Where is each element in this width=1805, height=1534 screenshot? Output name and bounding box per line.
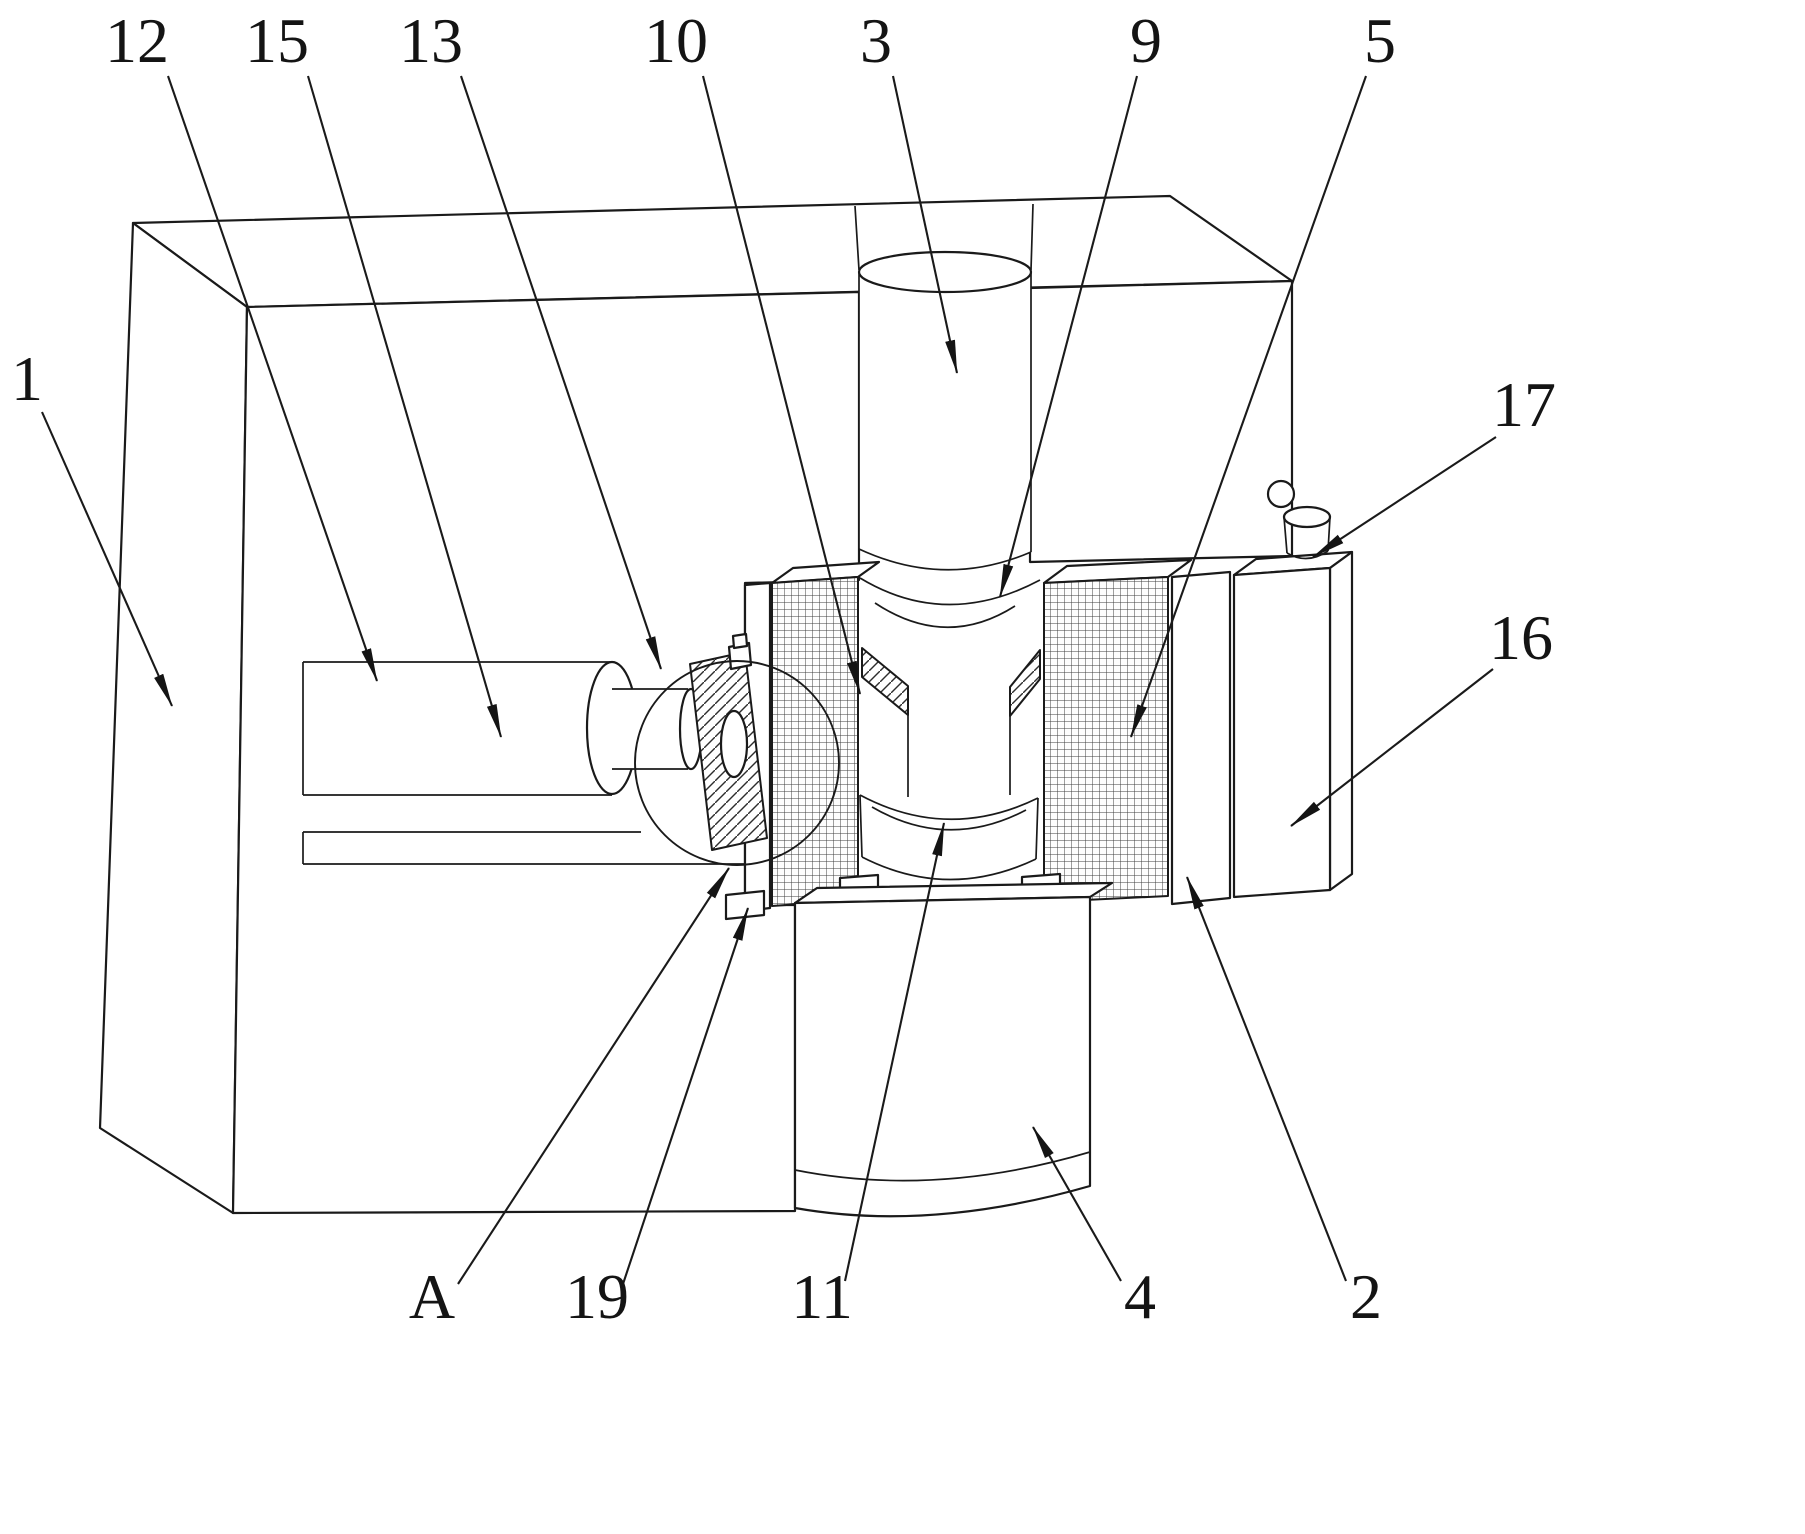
upper-ring-inner-arc [874, 602, 1016, 629]
knob-ball [1266, 479, 1296, 509]
lower-ring-sides [859, 794, 1039, 860]
clamp-assembly [743, 558, 1193, 913]
shaft-body-edges [302, 661, 612, 796]
part-label-15: 15 [245, 5, 309, 76]
part-label-1: 1 [11, 343, 43, 414]
cone-wedge-right [1009, 649, 1041, 717]
leader-line-11 [843, 822, 946, 1282]
leader-line-17 [1312, 436, 1497, 558]
leader-line-A [457, 867, 730, 1285]
leader-line-15 [306, 75, 503, 738]
leader-line-13 [460, 75, 662, 670]
part-label-3: 3 [860, 5, 892, 76]
cone-wedge-left [861, 647, 909, 716]
leader-line-12 [167, 75, 378, 682]
housing-front-face-right [1028, 279, 1294, 564]
part-label-4: 4 [1124, 1261, 1156, 1332]
housing-left-face [98, 221, 249, 1215]
shaft-body-fill [303, 662, 612, 795]
adjust-knob [1266, 479, 1332, 560]
part-label-17: 17 [1492, 369, 1556, 440]
drive-shaft [302, 660, 744, 865]
base-surface-curve [794, 1151, 1091, 1182]
part-label-9: 9 [1130, 5, 1162, 76]
spindle-side-edges [858, 272, 1032, 552]
leader-line-19 [622, 907, 749, 1285]
flange-center-hole [719, 709, 749, 779]
side-block-right-face [1328, 550, 1354, 892]
leader-line-1 [41, 411, 173, 707]
part-label-16: 16 [1489, 602, 1553, 673]
lower-ring-bottom-arc [861, 856, 1037, 881]
end-flange [689, 632, 768, 851]
part-label-A: A [409, 1261, 455, 1332]
leader-line-5 [1130, 75, 1367, 738]
base-block [724, 881, 1114, 1218]
lower-ring-rim-outer [859, 794, 1039, 821]
part-label-2: 2 [1350, 1261, 1382, 1332]
clamp-ring-lower [859, 794, 1039, 881]
leader-line-2 [1186, 876, 1347, 1282]
part-label-13: 13 [399, 5, 463, 76]
part-label-10: 10 [644, 5, 708, 76]
knob-cylinder-top [1282, 505, 1332, 529]
part-labels: 12 15 13 10 3 9 5 1 17 16A 19 11 4 2 [11, 5, 1556, 1332]
side-block-front-face [1232, 566, 1332, 899]
spindle-body-fill [859, 272, 1031, 552]
part-label-5: 5 [1364, 5, 1396, 76]
leader-line-9 [998, 75, 1139, 598]
leader-lines [41, 75, 1497, 1285]
base-front-face [793, 895, 1092, 1218]
leader-line-4 [1032, 1126, 1122, 1282]
leader-line-10 [701, 75, 862, 695]
detail-circle-A [634, 660, 840, 866]
shaft-step-edges [612, 688, 688, 770]
shaft-guide-slot [302, 831, 744, 865]
leader-line-3 [891, 75, 959, 374]
part-label-12: 12 [105, 5, 169, 76]
spindle-cylinder [857, 250, 1033, 571]
bore-walls [907, 715, 1011, 797]
spindle-notch-edges [854, 203, 1034, 271]
clamp-ring-upper [859, 577, 1041, 629]
side-plate [1170, 570, 1232, 906]
upper-ring-outer-arc [859, 577, 1041, 606]
part-label-19: 19 [565, 1261, 629, 1332]
spindle-top-ellipse [857, 250, 1033, 294]
flange-bolt-head [731, 632, 749, 650]
shaft-step-fill [612, 689, 688, 769]
leader-line-16 [1290, 668, 1494, 827]
spindle-bottom-arc [858, 548, 1032, 571]
friction-block-right [1043, 576, 1169, 903]
friction-block-left [771, 576, 859, 907]
lower-ring-rim-inner [871, 806, 1027, 831]
part-label-11: 11 [791, 1261, 853, 1332]
